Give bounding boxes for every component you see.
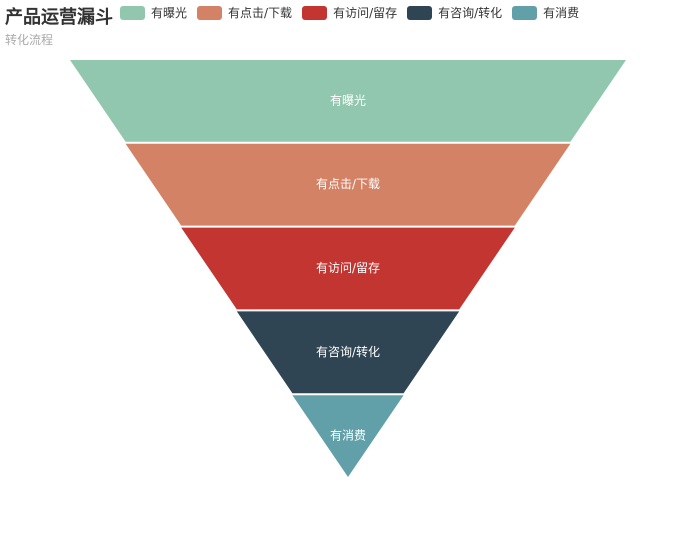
legend-swatch (120, 5, 145, 20)
legend-label: 有曝光 (151, 6, 188, 20)
legend-item-consult-convert[interactable]: 有咨询/转化 (407, 4, 502, 21)
funnel-label: 有咨询/转化 (316, 344, 380, 359)
chart-title: 产品运营漏斗 (5, 7, 113, 28)
legend-label: 有点击/下载 (228, 6, 293, 20)
legend-item-visit-retain[interactable]: 有访问/留存 (302, 4, 397, 21)
legend-label: 有消费 (543, 6, 580, 20)
funnel-label: 有访问/留存 (316, 261, 380, 275)
funnel-label: 有曝光 (330, 93, 366, 107)
funnel-segment[interactable] (70, 60, 626, 142)
legend-swatch (197, 5, 223, 20)
legend-item-click-download[interactable]: 有点击/下载 (197, 4, 292, 21)
legend-label: 有咨询/转化 (438, 6, 503, 20)
funnel-segment[interactable] (292, 395, 404, 477)
funnel-segment[interactable] (125, 143, 571, 226)
funnel-label: 有消费 (330, 429, 366, 443)
legend-item-purchase[interactable]: 有消费 (512, 4, 579, 21)
funnel-label: 有点击/下载 (316, 177, 380, 191)
legend-swatch (407, 5, 433, 20)
legend-swatch (302, 5, 328, 20)
funnel-segment[interactable] (236, 311, 460, 394)
legend-item-exposure[interactable]: 有曝光 (120, 4, 187, 21)
legend: 有曝光 有点击/下载 有访问/留存 有咨询/转化 有消费 (120, 4, 579, 21)
legend-swatch (512, 5, 538, 20)
funnel-segment[interactable] (181, 227, 515, 310)
chart-subtitle: 转化流程 (5, 33, 54, 47)
legend-label: 有访问/留存 (333, 6, 398, 20)
